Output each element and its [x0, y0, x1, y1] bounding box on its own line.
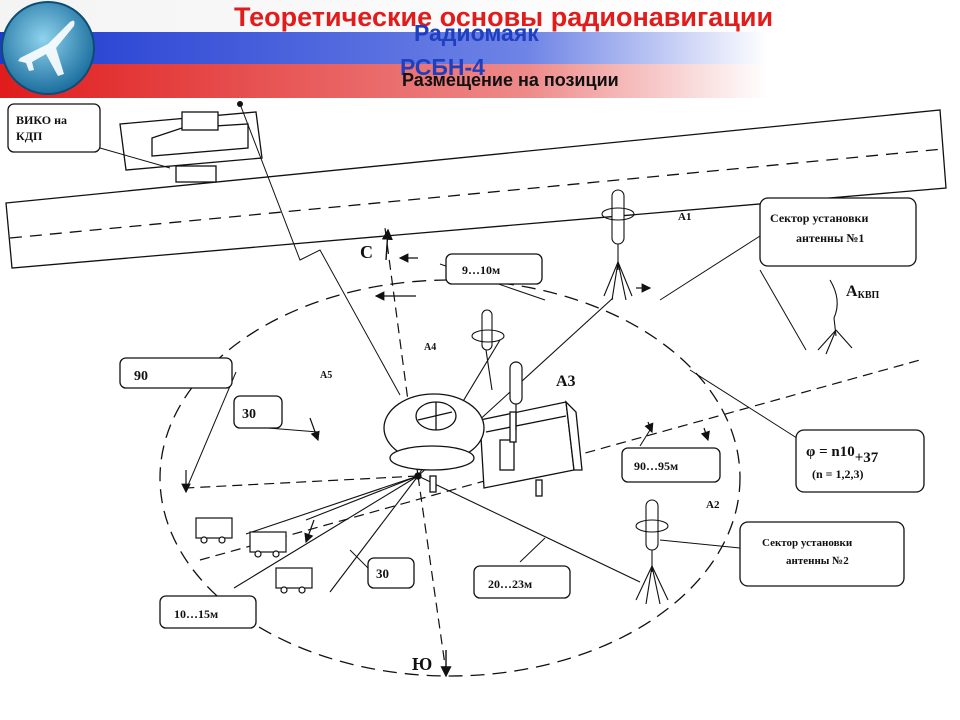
airplane-globe-logo	[1, 1, 95, 95]
antenna-a2	[635, 499, 669, 605]
callout-boxes	[7, 103, 925, 629]
callout-dist-20-23	[473, 565, 571, 599]
callout-dist-90-95	[621, 447, 721, 483]
slide-subtitle-line1: Радиомаяк	[414, 20, 539, 46]
akvp-label: А	[846, 283, 858, 300]
a1-label: А1	[678, 211, 691, 223]
viko-label-line2: КДП	[16, 129, 43, 143]
antenna-a3	[509, 361, 523, 430]
callout-sector1	[759, 197, 917, 267]
sector2-label-line2: антенны №2	[786, 555, 849, 567]
beacon-equipment	[383, 393, 583, 497]
viko-label-line1: ВИКО на	[16, 113, 67, 127]
a4-label: А4	[424, 342, 436, 353]
angle-90-label: 90	[134, 369, 148, 384]
slide-header: Теоретические основы радионавигации Ради…	[0, 0, 960, 98]
dist-10-15-label: 10…15м	[174, 607, 218, 621]
control-tower-kdp	[119, 111, 263, 183]
callout-angle-90	[119, 357, 233, 389]
antenna-a1	[601, 189, 635, 301]
callout-dist-9-10	[445, 253, 543, 285]
slide-subtitle-line2: РСБН-4	[400, 54, 485, 80]
a2-label: А2	[706, 499, 720, 511]
runway	[5, 109, 947, 269]
callout-viko	[7, 103, 101, 153]
svg-text:АКВП: АКВП	[846, 283, 879, 301]
callout-formula	[795, 429, 925, 493]
dist-9-10-label: 9…10м	[462, 263, 500, 277]
svg-text:30: 30	[376, 566, 389, 581]
dist-20-23-label: 20…23м	[488, 577, 532, 591]
south-label: Ю	[412, 654, 432, 674]
a3-label: А3	[556, 373, 576, 390]
dist-90-95-label: 90…95м	[634, 459, 678, 473]
angle-30-bottom-label: 30	[376, 566, 389, 581]
callout-dist-10-15	[159, 595, 257, 629]
a5-label: А5	[320, 370, 332, 381]
slide-subtitle-line3: Размещение на позиции	[402, 70, 619, 90]
sector1-label-line2: антенны №1	[796, 231, 864, 245]
callout-angle-30-left	[233, 395, 283, 429]
svg-text:30: 30	[242, 407, 256, 422]
north-label: С	[360, 242, 373, 262]
formula-phi: φ = n10	[806, 444, 855, 460]
russian-flag-band	[0, 0, 960, 98]
sector2-label-line1: Сектор установки	[762, 537, 853, 549]
antenna-a4	[471, 309, 505, 391]
akvp-sub-label: КВП	[858, 290, 880, 301]
antenna-akvp	[817, 279, 853, 355]
callout-sector2	[739, 521, 905, 587]
slide-title: Теоретические основы радионавигации	[234, 2, 774, 32]
trailers	[195, 517, 313, 594]
svg-text:φ = n10+37: φ = n10+37	[806, 444, 879, 466]
beacon-placement-diagram: ВИКО на КДП Сектор установки антенны №1 …	[5, 101, 947, 678]
formula-n: (n = 1,2,3)	[812, 467, 864, 481]
callout-angle-30-bottom	[367, 557, 415, 589]
north-arrow	[381, 228, 393, 261]
angle-30-left-label: 30	[242, 407, 256, 422]
arrow-ticks	[181, 253, 710, 544]
sector1-label-line1: Сектор установки	[770, 211, 868, 225]
formula-phi-tail: +37	[855, 450, 879, 466]
svg-text:90: 90	[134, 369, 148, 384]
